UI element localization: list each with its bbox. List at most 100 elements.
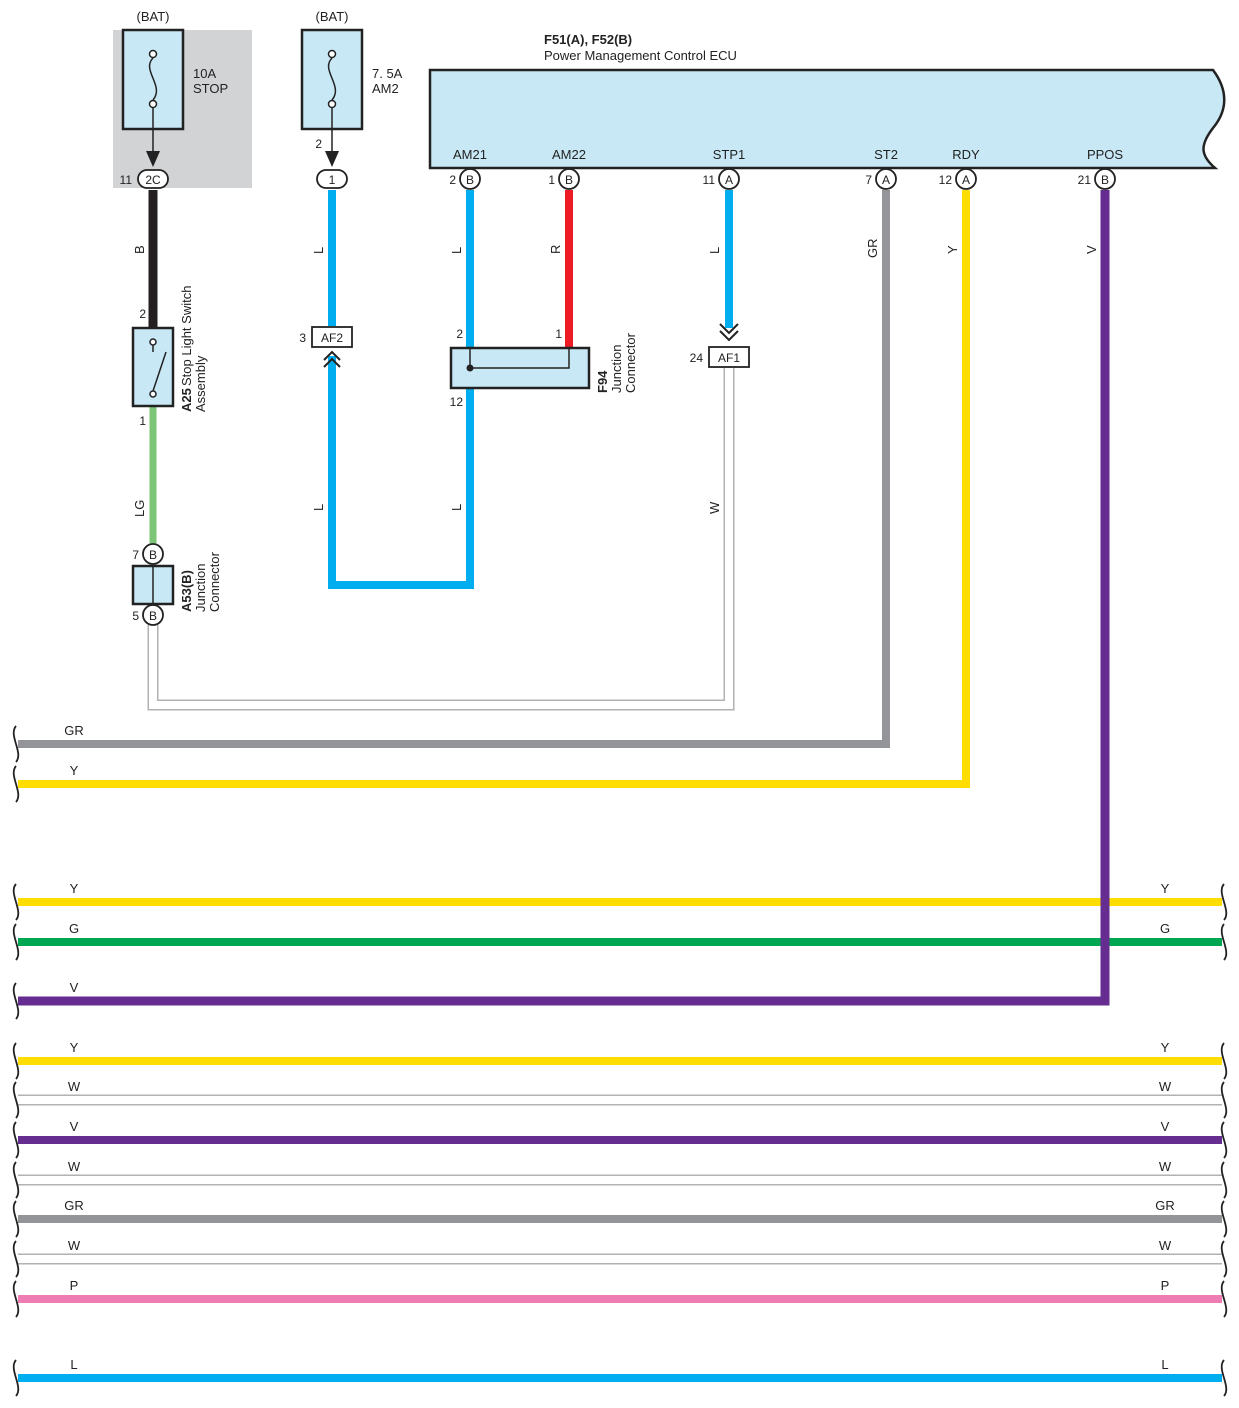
wire-break-left-icon (12, 765, 20, 803)
ecu-terminal-label: ST2 (874, 147, 898, 162)
wire-break-left-icon (12, 1200, 20, 1238)
harness-label-left: L (70, 1357, 77, 1372)
svg-text:Stop Light Switch: Stop Light Switch (179, 286, 194, 386)
wire-label-am2-l-low: L (311, 504, 326, 511)
harness-label-left: GR (64, 723, 84, 738)
harness-label-left: W (68, 1159, 81, 1174)
ecu-terminal-pin: 1 (548, 173, 555, 187)
switch-contact-icon (149, 338, 157, 346)
am2-fuse-name: AM2 (372, 81, 399, 96)
harness-label-left: W (68, 1238, 81, 1253)
svg-text:Junction: Junction (193, 564, 208, 612)
am2-fuse-bat-label: (BAT) (316, 9, 349, 24)
am2-fuse-icon (327, 49, 337, 109)
wire-break-right-icon (1220, 923, 1228, 961)
svg-text:12: 12 (450, 395, 464, 409)
ecu-box (428, 68, 1226, 170)
wire-label-stop-b: B (132, 245, 147, 254)
junction-dot-icon (466, 364, 474, 372)
ecu-terminal-label: STP1 (713, 147, 746, 162)
wire-break-right-icon (1220, 1121, 1228, 1159)
wire-label-af1-w: W (707, 501, 722, 514)
ecu-terminal-conn: A (725, 173, 733, 187)
harness-label-left: G (69, 921, 79, 936)
wire-label-am21-l: L (449, 247, 464, 254)
ecu-terminal-label: AM22 (552, 147, 586, 162)
ecu-terminal-pin: 2 (449, 173, 456, 187)
switch-contact-icon (149, 390, 157, 398)
harness-label-right: L (1161, 1357, 1168, 1372)
svg-text:24: 24 (690, 351, 704, 365)
stop-light-switch-label: A25 Stop Light Switch Assembly (179, 286, 208, 412)
ecu-terminal-ppos: PPOS B 21 (1078, 147, 1123, 190)
svg-text:A53(B): A53(B) (179, 570, 194, 612)
wire-break-right-icon (1220, 1280, 1228, 1318)
ecu-terminal-label: RDY (952, 147, 980, 162)
ecu-terminal-conn: B (466, 173, 474, 187)
ecu-terminal-st2: ST2 A 7 (865, 147, 898, 190)
svg-text:1: 1 (329, 173, 336, 187)
ecu-terminal-pin: 12 (939, 173, 953, 187)
wire-label-ppos-v: V (1084, 245, 1099, 254)
svg-text:1: 1 (139, 414, 146, 428)
wire-break-left-icon (12, 1359, 20, 1397)
svg-text:Junction: Junction (609, 345, 624, 393)
ecu-terminal-pin: 11 (703, 173, 716, 187)
svg-text:Assembly: Assembly (193, 355, 208, 412)
harness-label-right: W (1159, 1079, 1172, 1094)
stop-light-switch: 2 1 (131, 307, 175, 428)
wire-label-stp1-l: L (707, 247, 722, 254)
ecu-terminal-conn: B (565, 173, 573, 187)
ecu-terminal-pin: 7 (865, 173, 872, 187)
wire-break-left-icon (12, 1240, 20, 1278)
switch-lever-icon (152, 351, 167, 392)
wire-break-right-icon (1220, 1240, 1228, 1278)
wire-break-right-icon (1220, 1161, 1228, 1199)
wire-af2-f94-l (328, 356, 474, 589)
ecu-terminal-am21: AM21 B 2 (449, 147, 487, 190)
wire-ppos-v (18, 190, 1110, 1006)
ecu-name: Power Management Control ECU (544, 48, 737, 63)
wire-label-rdy-y: Y (945, 245, 960, 254)
chevron-down-icon (719, 323, 739, 342)
am2-fuse-arrow-icon (325, 151, 339, 167)
ecu-terminal-am22: AM22 B 1 (548, 147, 586, 190)
harness-label-left: Y (70, 881, 79, 896)
wire-st2-gr (18, 190, 890, 748)
wire-af1-w (149, 368, 733, 709)
wire-break-left-icon (12, 1121, 20, 1159)
stop-fuse-connector: 2C 11 (120, 169, 169, 189)
harness-label-left: V (70, 1119, 79, 1134)
harness-label-right: W (1159, 1238, 1172, 1253)
a53-junction-connector: B B 7 5 (131, 543, 175, 626)
wire-label-st2-gr: GR (865, 239, 880, 259)
wire-break-right-icon (1220, 1042, 1228, 1080)
svg-text:AF2: AF2 (321, 331, 343, 345)
wire-break-left-icon (12, 725, 20, 763)
wire-break-left-icon (12, 982, 20, 1020)
wire-rdy-y (18, 190, 970, 788)
ecu-terminal-conn: B (1101, 173, 1109, 187)
svg-text:A25: A25 (179, 388, 194, 412)
stop-fuse-connector-pin: 11 (120, 173, 133, 187)
harness-label-right: W (1159, 1159, 1172, 1174)
a53-junction-connector-label: A53(B) Junction Connector (179, 551, 222, 612)
harness-label-right: P (1161, 1278, 1170, 1293)
wire-break-left-icon (12, 1161, 20, 1199)
wire-label-am2-l: L (311, 247, 326, 254)
stop-fuse-arrow-icon (146, 151, 160, 167)
wire-break-right-icon (1220, 1081, 1228, 1119)
wire-label-am21-l-low: L (449, 504, 464, 511)
ecu-terminal-conn: A (962, 173, 970, 187)
harness-label-right: Y (1161, 1040, 1170, 1055)
wire-break-left-icon (12, 883, 20, 921)
wire-break-left-icon (12, 1042, 20, 1080)
ecu-terminal-stp1: STP1 A 11 (703, 147, 746, 190)
af2-connector: AF2 3 (299, 326, 353, 368)
svg-text:5: 5 (132, 609, 139, 623)
ecu-terminal-label: AM21 (453, 147, 487, 162)
wire-break-right-icon (1220, 1200, 1228, 1238)
harness-label-right: V (1161, 1119, 1170, 1134)
ecu-terminal-rdy: RDY A 12 (939, 147, 980, 190)
